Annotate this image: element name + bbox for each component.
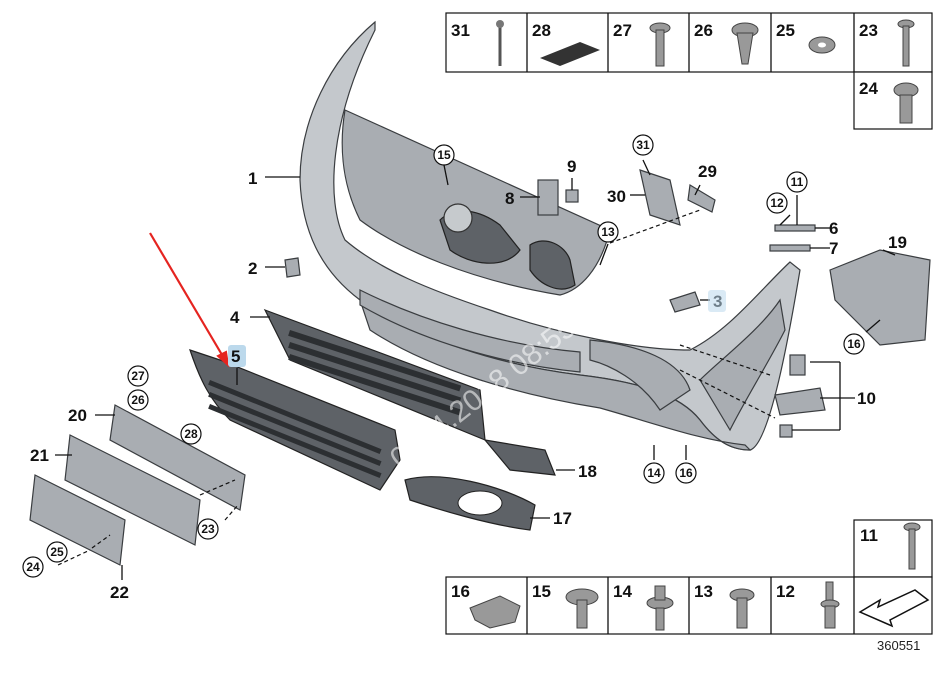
callout-3-highlight <box>708 290 726 312</box>
screw-icon <box>897 19 915 67</box>
side-bracket <box>829 249 931 346</box>
callout-9: 9 <box>567 157 576 176</box>
clip-9 <box>565 189 579 203</box>
top-fastener-table: 31 28 27 26 25 23 24 <box>445 12 933 130</box>
bottom-table-13: 13 <box>694 582 713 601</box>
circled-27: 27 <box>131 369 145 383</box>
top-table-26: 26 <box>694 21 713 40</box>
license-plate-bracket-upper <box>109 404 246 511</box>
callout-17: 17 <box>553 509 572 528</box>
circled-14: 14 <box>647 466 661 480</box>
upper-lower-grille <box>263 308 486 441</box>
callout-1: 1 <box>248 169 257 188</box>
bottom-table-16: 16 <box>451 582 470 601</box>
circled-13: 13 <box>601 225 615 239</box>
circled-26: 26 <box>131 393 145 407</box>
screw-icon <box>649 22 671 67</box>
top-table-24: 24 <box>859 79 878 98</box>
expanding-rivet-icon <box>820 581 840 629</box>
license-plate-base <box>29 474 126 566</box>
top-table-25: 25 <box>776 21 795 40</box>
plastic-rivet-icon <box>646 585 674 631</box>
callout-18: 18 <box>578 462 597 481</box>
leader-lines <box>55 159 896 580</box>
bracket-8 <box>537 179 559 216</box>
trim-strip-7 <box>769 244 811 252</box>
direction-arrow-icon <box>858 589 930 628</box>
circled-25: 25 <box>50 545 64 559</box>
spring-nut-icon <box>469 595 521 629</box>
screw-icon <box>903 522 921 570</box>
bottom-table-12: 12 <box>776 582 795 601</box>
top-table-23: 23 <box>859 21 878 40</box>
bracket-30 <box>639 169 681 226</box>
circled-16-bumper: 16 <box>679 466 693 480</box>
callout-7: 7 <box>829 239 838 258</box>
callout-30: 30 <box>607 187 626 206</box>
collar-screw-icon <box>565 588 599 629</box>
trim-strip-6 <box>774 224 816 232</box>
bottom-fastener-table: 11 16 15 14 13 12 <box>445 519 933 635</box>
bottom-table-15: 15 <box>532 582 551 601</box>
rivet-icon <box>496 20 504 66</box>
callout-5-highlight <box>228 345 246 367</box>
circled-24: 24 <box>26 560 40 574</box>
circled-15: 15 <box>437 148 451 162</box>
callout-29: 29 <box>698 162 717 181</box>
top-table-28: 28 <box>532 21 551 40</box>
callout-5: 5 <box>231 347 240 366</box>
license-plate-bracket <box>64 434 201 546</box>
circled-11: 11 <box>791 175 804 189</box>
red-arrow <box>149 232 230 368</box>
callout-22: 22 <box>110 583 129 602</box>
air-duct-cover <box>483 439 556 476</box>
bracket-29 <box>687 184 716 213</box>
callout-4: 4 <box>230 308 240 327</box>
collar-screw-icon <box>729 588 755 629</box>
callout-8: 8 <box>505 189 514 208</box>
callout-10: 10 <box>857 389 876 408</box>
dashed-guides <box>57 209 776 566</box>
circled-31: 31 <box>636 138 650 152</box>
cover-cap-3 <box>669 291 701 313</box>
top-table-31: 31 <box>451 21 470 40</box>
foam-pad-icon <box>540 42 600 66</box>
tow-eye-cover-10 <box>774 354 826 438</box>
document-number: 360551 <box>877 638 920 653</box>
callout-2: 2 <box>248 259 257 278</box>
circled-callouts <box>22 134 865 578</box>
circled-23: 23 <box>201 522 215 536</box>
callout-21: 21 <box>30 446 49 465</box>
callout-6: 6 <box>829 219 838 238</box>
expanding-nut-icon <box>731 22 759 65</box>
front-bumper-cover <box>299 20 801 451</box>
circled-16-bracket: 16 <box>847 337 861 351</box>
bottom-table-14: 14 <box>613 582 632 601</box>
callout-19: 19 <box>888 233 907 252</box>
callout-20: 20 <box>68 406 87 425</box>
fog-light-grille <box>404 476 536 531</box>
bolt-icon <box>893 82 919 124</box>
top-table-27: 27 <box>613 21 632 40</box>
cover-cap-2 <box>284 257 301 278</box>
bottom-table-11: 11 <box>860 526 878 545</box>
lower-center-grille <box>189 349 401 491</box>
circled-28: 28 <box>184 427 198 441</box>
circled-12: 12 <box>770 196 784 210</box>
washer-icon <box>808 36 836 54</box>
